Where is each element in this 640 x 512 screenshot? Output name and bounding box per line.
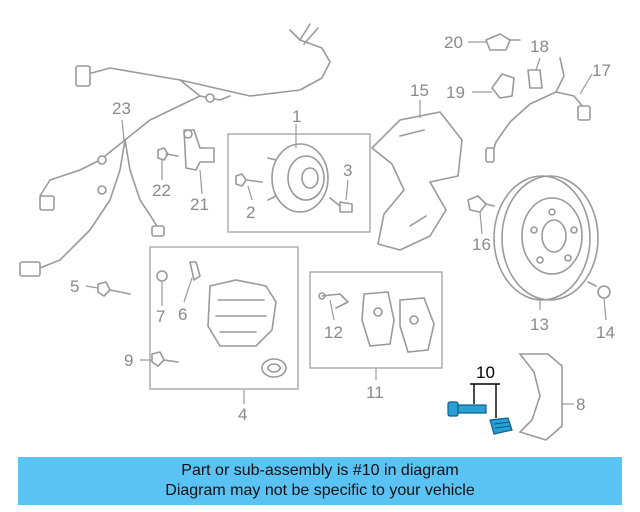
callout-1[interactable]: 1 xyxy=(292,107,301,126)
guide-bolt-10[interactable] xyxy=(447,401,513,435)
caliper-bracket[interactable] xyxy=(518,353,563,441)
parts-diagram: 1 2 3 4 5 6 7 8 9 10 11 12 13 14 15 16 1… xyxy=(19,23,615,441)
callout-7[interactable]: 7 xyxy=(156,307,165,326)
bolt-2[interactable] xyxy=(235,173,263,187)
bolt-3[interactable] xyxy=(329,197,353,213)
bracket-19[interactable] xyxy=(491,73,515,99)
banner-line-2: Diagram may not be specific to your vehi… xyxy=(165,482,475,499)
callout-17[interactable]: 17 xyxy=(592,61,611,80)
bleeder-screw-6[interactable] xyxy=(189,261,201,281)
callout-18[interactable]: 18 xyxy=(530,37,549,56)
callout-23[interactable]: 23 xyxy=(112,99,131,118)
callout-4[interactable]: 4 xyxy=(238,405,247,424)
clip-20[interactable] xyxy=(485,33,521,51)
callout-6[interactable]: 6 xyxy=(178,305,187,324)
brake-caliper[interactable] xyxy=(207,279,287,378)
brake-rotor[interactable] xyxy=(493,175,599,301)
brake-pads[interactable] xyxy=(361,291,435,353)
callout-5[interactable]: 5 xyxy=(70,277,79,296)
brake-splash-shield[interactable] xyxy=(370,111,463,251)
bleeder-cap-7[interactable] xyxy=(156,270,168,282)
sensor-bracket-18[interactable] xyxy=(527,57,565,93)
info-banner: Part or sub-assembly is #10 in diagram D… xyxy=(18,457,622,505)
callout-12[interactable]: 12 xyxy=(324,323,343,342)
callout-3[interactable]: 3 xyxy=(343,161,352,180)
callout-16[interactable]: 16 xyxy=(472,235,491,254)
callout-13[interactable]: 13 xyxy=(530,315,549,334)
caliper-assembly-box xyxy=(149,246,299,390)
speed-sensor-21[interactable] xyxy=(183,129,215,171)
callout-10[interactable]: 10 xyxy=(476,363,495,382)
callout-15[interactable]: 15 xyxy=(410,81,429,100)
callout-21[interactable]: 21 xyxy=(190,195,209,214)
callout-19[interactable]: 19 xyxy=(446,83,465,102)
callout-22[interactable]: 22 xyxy=(152,181,171,200)
banner-line-1: Part or sub-assembly is #10 in diagram xyxy=(181,462,459,479)
bolt-22[interactable] xyxy=(157,147,179,161)
callout-20[interactable]: 20 xyxy=(444,33,463,52)
abs-wiring-harness[interactable] xyxy=(19,23,331,277)
callout-14[interactable]: 14 xyxy=(596,323,615,342)
wheel-hub-bearing[interactable] xyxy=(267,143,329,213)
wear-sensor-17[interactable] xyxy=(485,91,591,163)
bolt-16[interactable] xyxy=(467,195,495,213)
rotor-screw-14[interactable] xyxy=(587,281,611,299)
callout-2[interactable]: 2 xyxy=(246,203,255,222)
leader-lines xyxy=(85,41,607,418)
hub-assembly-box xyxy=(227,133,371,233)
guide-bolt-shank xyxy=(457,404,487,414)
callout-11[interactable]: 11 xyxy=(366,383,384,402)
bolt-9[interactable] xyxy=(151,351,179,367)
callout-8[interactable]: 8 xyxy=(576,395,585,414)
bolt-5[interactable] xyxy=(97,281,131,297)
callout-9[interactable]: 9 xyxy=(124,351,133,370)
wear-indicator-12[interactable] xyxy=(318,292,349,309)
guide-bolt-head xyxy=(447,401,459,417)
